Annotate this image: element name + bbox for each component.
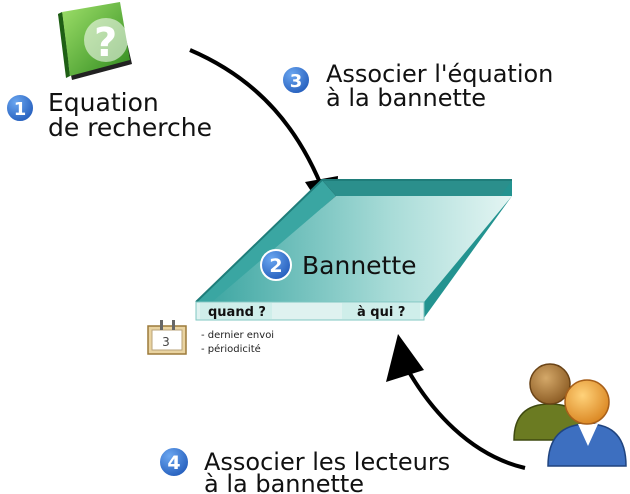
step-2-badge <box>260 249 292 281</box>
step-1-badge <box>5 93 35 123</box>
step-1-label-line2: de recherche <box>48 113 212 142</box>
step-2: 2 Bannette <box>260 249 417 281</box>
users-icon <box>513 363 627 467</box>
tray: quand ? à qui ? <box>195 179 512 321</box>
step-4-label-line2: à la bannette <box>204 470 364 494</box>
step-4-number: 4 <box>167 452 180 474</box>
book-question-icon: ? <box>58 2 132 80</box>
tab-when-label: quand ? <box>208 305 266 320</box>
step-4-label-line1: Associer les lecteurs <box>204 448 450 476</box>
step-4-badge <box>158 446 190 478</box>
step-3-label-line2: à la bannette <box>326 84 486 112</box>
step-3-number: 3 <box>290 71 303 92</box>
step-2-label: Bannette <box>302 251 417 280</box>
step-1-label-line1: Equation <box>48 88 159 117</box>
step-4: 4 Associer les lecteurs à la bannette <box>158 446 450 494</box>
calendar-note-last-sent: - dernier envoi <box>201 330 274 341</box>
tab-who <box>342 303 420 319</box>
arrow-users-to-tray <box>386 334 526 470</box>
step-3: 3 Associer l'équation à la bannette <box>281 60 553 112</box>
step-3-label-line1: Associer l'équation <box>326 60 553 88</box>
calendar-note-periodicity: - périodicité <box>201 343 261 355</box>
tab-who-label: à qui ? <box>357 305 405 320</box>
tab-when <box>200 303 272 319</box>
svg-text:?: ? <box>94 20 117 66</box>
step-1-number: 1 <box>14 99 27 120</box>
calendar-icon: 3 <box>147 320 187 355</box>
step-1: 1 Equation de recherche <box>5 88 212 142</box>
step-2-number: 2 <box>269 255 282 277</box>
step-3-badge <box>281 65 311 95</box>
calendar-day: 3 <box>162 335 170 349</box>
